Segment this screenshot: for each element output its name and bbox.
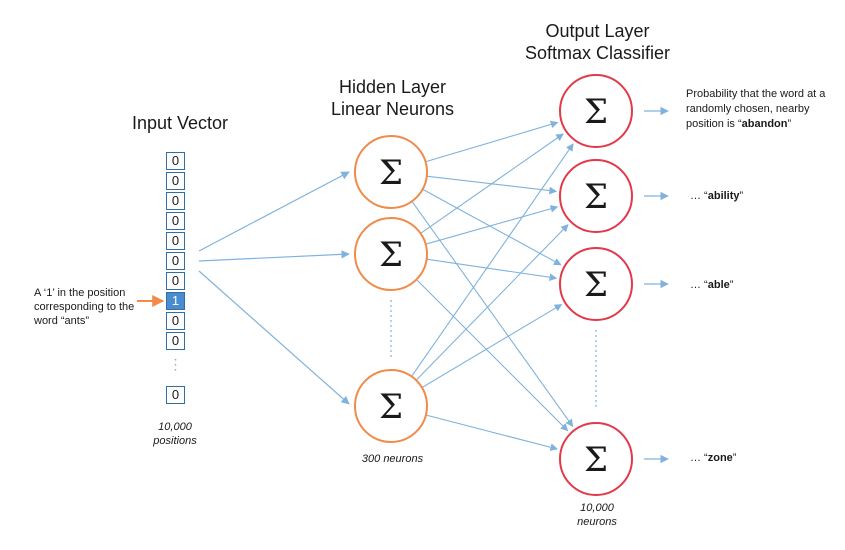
hidden-to-output-connection [425, 414, 559, 451]
hidden-neuron [354, 217, 428, 291]
hidden-to-output-connection [411, 143, 574, 377]
hidden-to-output-connection [422, 188, 562, 266]
hidden-title-line2: Linear Neurons [330, 99, 455, 119]
hidden-to-output-connection [415, 224, 569, 381]
hidden-to-output-connection [425, 120, 559, 163]
hidden-to-output-connection [411, 200, 574, 428]
input-cell: 0 [166, 152, 185, 170]
sigma-symbol: Σ [379, 153, 403, 193]
input-to-hidden-arrow [198, 171, 350, 252]
abandon-line2: randomly chosen, nearby [686, 103, 810, 115]
output-title-line2: Softmax Classifier [524, 43, 671, 63]
output-label-ability: … “ability” [690, 190, 744, 202]
hidden-to-output-connection [420, 133, 564, 234]
input-cell-active: 1 [166, 292, 185, 310]
output-count-line1: 10,000 [580, 502, 614, 514]
input-count: 10,000 positions [130, 420, 220, 448]
output-count: 10,000 neurons [552, 501, 642, 529]
hidden-neuron [354, 135, 428, 209]
hidden-to-output-connection [426, 258, 558, 282]
input-cell: 0 [166, 232, 185, 250]
input-cell: 0 [166, 192, 185, 210]
sigma-symbol: Σ [584, 92, 608, 132]
sigma-symbol: Σ [379, 387, 403, 427]
hidden-neuron [354, 369, 428, 443]
hidden-title-line1: Hidden Layer [338, 77, 447, 97]
annotation-line2: corresponding to the [34, 301, 135, 313]
annotation-line3: word “ants” [34, 315, 90, 327]
output-label-abandon: Probability that the word at a randomly … [686, 87, 841, 132]
output-label-zone: … “zone” [690, 452, 737, 464]
input-cell: 0 [166, 252, 185, 270]
sigma-symbol: Σ [379, 235, 403, 275]
input-layer-title: Input Vector [131, 113, 229, 133]
input-ellipsis: ⋮ [168, 356, 183, 372]
output-label-able: … “able” [690, 279, 734, 291]
output-title-line1: Output Layer [545, 21, 650, 41]
sigma-symbol: Σ [584, 177, 608, 217]
input-count-line2: positions [153, 435, 197, 447]
active-cell-annotation: A ‘1’ in the position corresponding to t… [34, 286, 144, 328]
input-to-hidden-arrow [198, 270, 350, 405]
annotation-line1: A ‘1’ in the position [34, 287, 126, 299]
hidden-count: 300 neurons [361, 453, 424, 465]
input-cell: 0 [166, 172, 185, 190]
sigma-symbol: Σ [584, 440, 608, 480]
output-neuron [559, 74, 633, 148]
input-to-hidden-arrow [198, 250, 350, 262]
input-cell: 0 [166, 332, 185, 350]
input-cell-last: 0 [166, 386, 185, 404]
word-ability: ability [707, 190, 740, 202]
input-cell: 0 [166, 212, 185, 230]
sigma-symbol: Σ [584, 265, 608, 305]
output-count-line2: neurons [577, 516, 617, 528]
input-cell: 0 [166, 312, 185, 330]
hidden-to-output-connection [416, 279, 569, 432]
output-neuron [559, 422, 633, 496]
output-layer-title: Output Layer Softmax Classifier [505, 20, 690, 64]
abandon-line1: Probability that the word at a [686, 88, 826, 100]
input-cell: 0 [166, 272, 185, 290]
output-neuron [559, 247, 633, 321]
word-abandon: abandon [741, 118, 788, 130]
word-able: able [707, 279, 730, 291]
hidden-to-output-connection [421, 303, 563, 389]
hidden-layer-title: Hidden Layer Linear Neurons [310, 76, 475, 120]
output-neuron [559, 159, 633, 233]
abandon-line3: position is “abandon” [686, 118, 792, 130]
input-count-line1: 10,000 [158, 421, 192, 433]
hidden-to-output-connection [425, 205, 559, 245]
word-zone: zone [707, 452, 733, 464]
